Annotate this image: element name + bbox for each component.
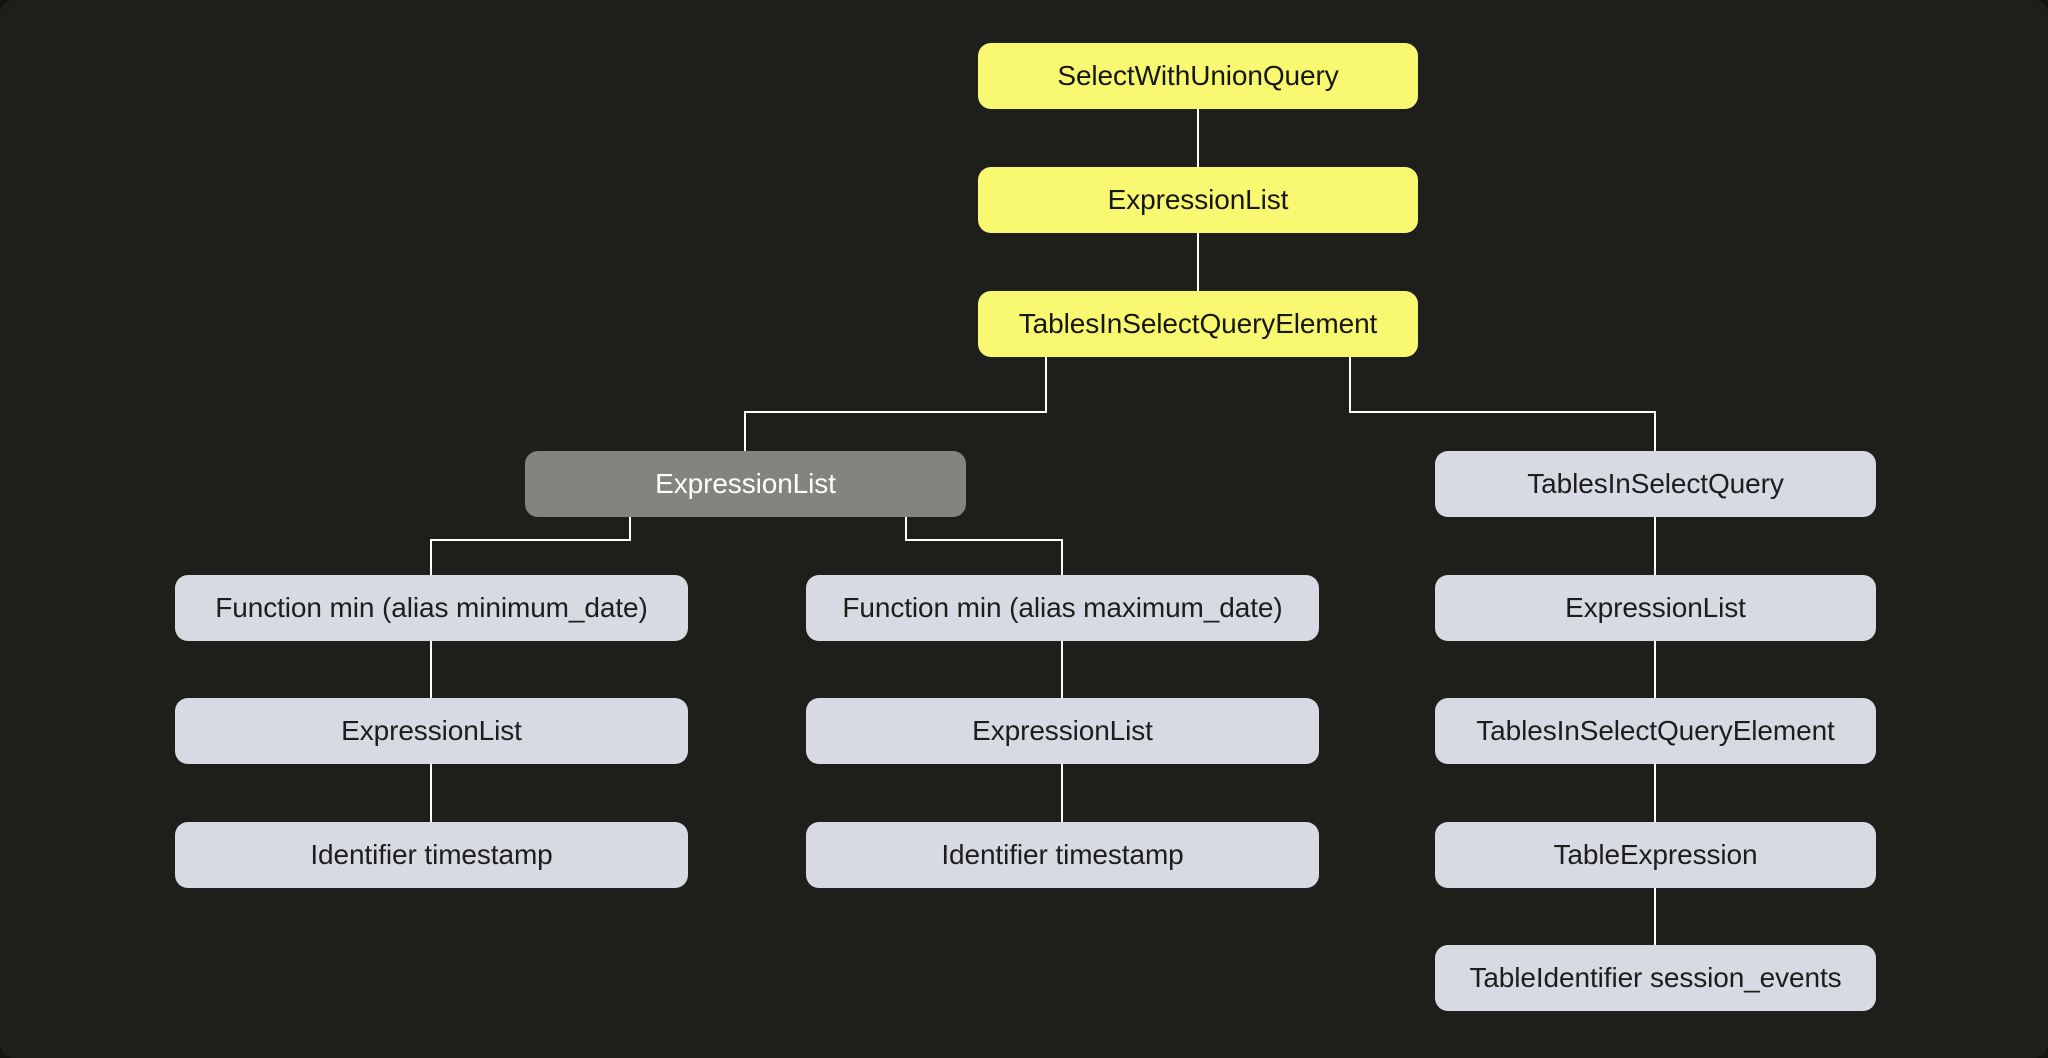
graph-node[interactable]: Identifier timestamp bbox=[806, 822, 1319, 888]
graph-node-label: TablesInSelectQueryElement bbox=[1018, 308, 1378, 339]
graph-node-label: Identifier timestamp bbox=[310, 839, 553, 870]
graph-node[interactable]: SelectWithUnionQuery bbox=[978, 43, 1418, 109]
graph-node-label: TableExpression bbox=[1553, 839, 1758, 870]
graph-node[interactable]: ExpressionList bbox=[525, 451, 966, 517]
graph-node-label: ExpressionList bbox=[1565, 592, 1746, 623]
graph-node[interactable]: TablesInSelectQueryElement bbox=[978, 291, 1418, 357]
graph-node-label: TablesInSelectQueryElement bbox=[1476, 715, 1835, 746]
graph-node-label: ExpressionList bbox=[341, 715, 522, 746]
graph-node-label: ExpressionList bbox=[972, 715, 1153, 746]
graph-node[interactable]: Function min (alias maximum_date) bbox=[806, 575, 1319, 641]
graph-node[interactable]: Identifier timestamp bbox=[175, 822, 688, 888]
graph-node-label: TableIdentifier session_events bbox=[1469, 962, 1842, 993]
graph-node[interactable]: ExpressionList bbox=[978, 167, 1418, 233]
graph-node-label: ExpressionList bbox=[655, 468, 836, 499]
graph-node[interactable]: TableIdentifier session_events bbox=[1435, 945, 1876, 1011]
graph-node[interactable]: Function min (alias minimum_date) bbox=[175, 575, 688, 641]
graph-node[interactable]: TableExpression bbox=[1435, 822, 1876, 888]
graph-node[interactable]: TablesInSelectQueryElement bbox=[1435, 698, 1876, 764]
graph-node-label: SelectWithUnionQuery bbox=[1057, 60, 1339, 91]
edge-n3-n5 bbox=[430, 517, 631, 575]
graph-node-label: Identifier timestamp bbox=[941, 839, 1184, 870]
graph-node[interactable]: ExpressionList bbox=[175, 698, 688, 764]
graph-node-label: Function min (alias maximum_date) bbox=[842, 592, 1283, 623]
graph-node-label: TablesInSelectQuery bbox=[1527, 468, 1784, 499]
graph-node[interactable]: TablesInSelectQuery bbox=[1435, 451, 1876, 517]
edge-n3-n6 bbox=[905, 517, 1063, 575]
graph-node[interactable]: ExpressionList bbox=[806, 698, 1319, 764]
graph-node[interactable]: ExpressionList bbox=[1435, 575, 1876, 641]
edge-n2-n4 bbox=[1349, 357, 1656, 451]
edge-n2-n3 bbox=[744, 357, 1047, 451]
graph-node-label: Function min (alias minimum_date) bbox=[215, 592, 648, 623]
graph-node-label: ExpressionList bbox=[1107, 184, 1289, 215]
